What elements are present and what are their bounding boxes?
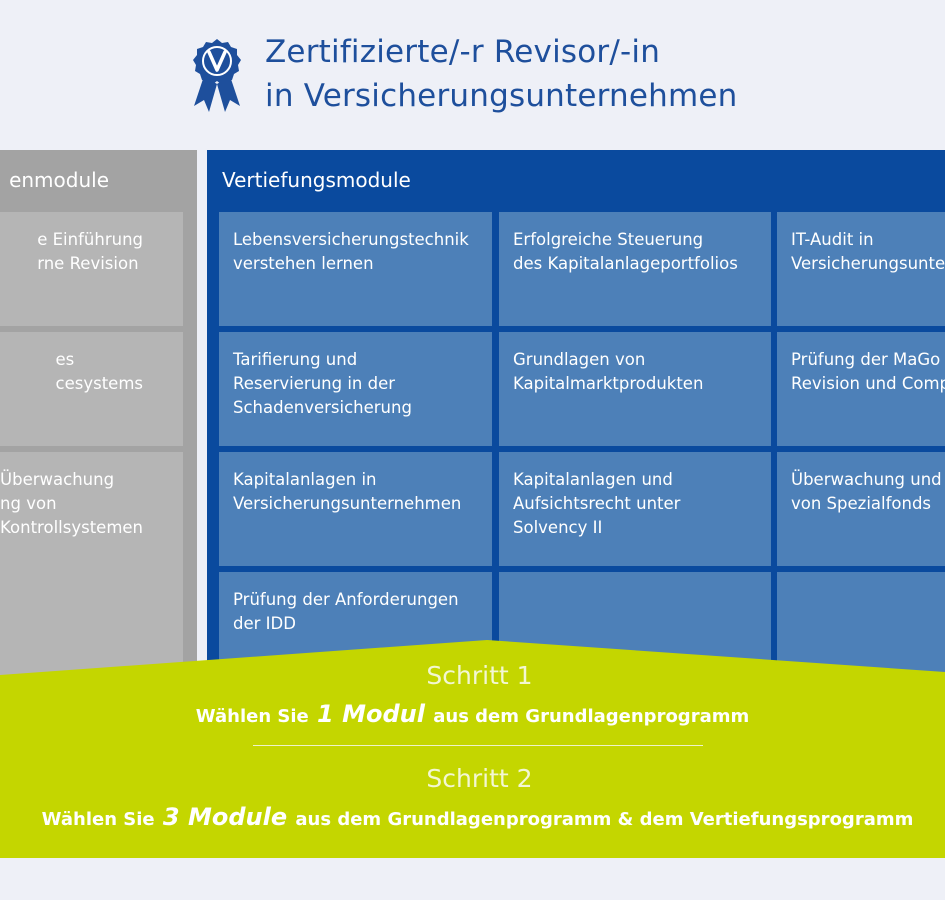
module-label-line: Kontrollsystemen (0, 518, 143, 537)
module-label-line: ng von (0, 494, 57, 513)
module-label-line: des Kapitalanlageportfolios (513, 254, 738, 273)
module-label-line: es (55, 350, 75, 369)
module-label-line: Aufsichtsrecht unter (513, 494, 681, 513)
module-label-line: Prüfung der Anforderungen (233, 590, 459, 609)
grundlagen-module: es cesystems (0, 332, 183, 446)
module-label-line: der IDD (233, 614, 296, 633)
module-label-line: verstehen lernen (233, 254, 374, 273)
page-title-line-2: in Versicherungsunternehmen (265, 78, 738, 114)
module-label-line: Versicherungsunte (791, 254, 945, 273)
grundlagen-heading: enmodule (9, 168, 109, 192)
module-label-line: Versicherungsunternehmen (233, 494, 462, 513)
header: Zertifizierte/-r Revisor/-in in Versiche… (0, 0, 945, 150)
step-2-title: Schritt 2 (426, 764, 533, 793)
step-1-instruction: Wählen Sie 1 Modul aus dem Grundlagenpro… (0, 700, 945, 728)
grundlagen-module: e Einführung rne Revision (0, 212, 183, 326)
module-label-line: Tarifierung und (233, 350, 358, 369)
vertiefung-module: Kapitalanlagen in Versicherungsunternehme… (219, 452, 492, 566)
vertiefung-heading: Vertiefungsmodule (222, 168, 411, 192)
module-label-line: Kapitalanlagen in (233, 470, 377, 489)
module-label-line: cesystems (55, 374, 143, 393)
module-label-line: Kapitalmarktprodukten (513, 374, 704, 393)
step-1-pre: Wählen Sie (195, 706, 309, 727)
module-label-line: Reservierung in der (233, 374, 396, 393)
step-2-post: aus dem Grundlagenprogramm & dem Vertief… (295, 809, 914, 830)
module-label-line: Prüfung der MaGo (791, 350, 941, 369)
step-1-title: Schritt 1 (426, 661, 533, 690)
step-1-post: aus dem Grundlagenprogramm (433, 706, 750, 727)
grundlagen-panel: enmodule e Einführung rne Revision es cesys… (0, 150, 197, 702)
module-label-line: Lebensversicherungstechnik (233, 230, 469, 249)
vertiefung-module: Erfolgreiche Steuerung des Kapitalanlagep… (499, 212, 771, 326)
module-label-line: e Einführung (37, 230, 143, 249)
module-label-line: Grundlagen von (513, 350, 646, 369)
step-2-pre: Wählen Sie (41, 809, 155, 830)
module-label-line: Schadenversicherung (233, 398, 412, 417)
step-1-emphasis: 1 Modul (317, 700, 425, 728)
module-label-line: rne Revision (37, 254, 139, 273)
step-2-emphasis: 3 Module (162, 803, 288, 831)
module-label-line: von Spezialfonds (791, 494, 932, 513)
steps-divider (253, 745, 703, 746)
module-label-line: IT-Audit in (791, 230, 874, 249)
module-label-line: Überwachung und (791, 470, 942, 489)
vertiefung-module: IT-Audit in Versicherungsunte (777, 212, 945, 326)
certificate-badge-icon (193, 39, 241, 112)
vertiefung-panel: Vertiefungsmodule Lebensversicherungstec… (207, 150, 945, 702)
module-label-line: Kapitalanlagen und (513, 470, 673, 489)
vertiefung-module: Überwachung und von Spezialfonds (777, 452, 945, 566)
step-2-instruction: Wählen Sie 3 Module aus dem Grundlagenpr… (5, 803, 945, 831)
module-label-line: Revision und Comp (791, 374, 945, 393)
vertiefung-module: Lebensversicherungstechnik verstehen lern… (219, 212, 492, 326)
page-title-line-1: Zertifizierte/-r Revisor/-in (265, 34, 661, 70)
module-label-line: Überwachung (0, 470, 115, 489)
module-label-line: Erfolgreiche Steuerung (513, 230, 704, 249)
module-label-line: Solvency II (513, 518, 603, 537)
